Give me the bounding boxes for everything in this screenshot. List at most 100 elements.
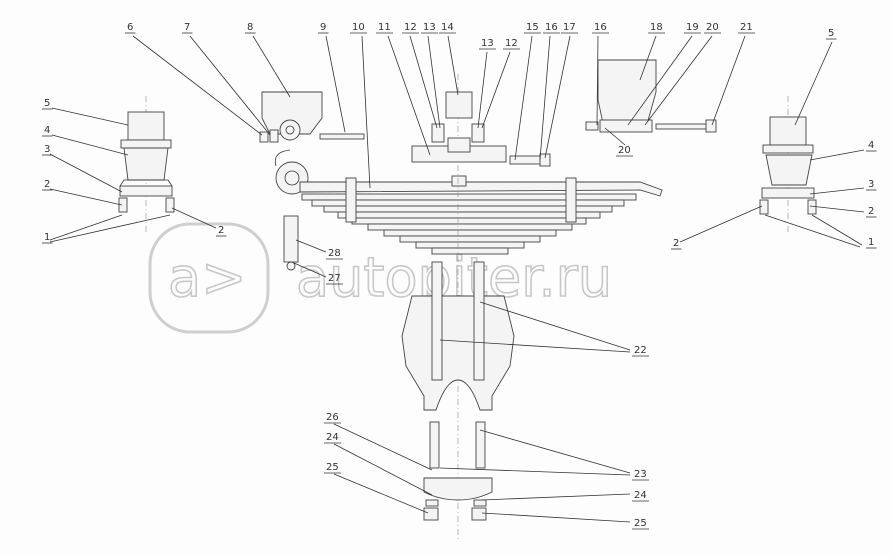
leader-line-c5b <box>794 41 833 126</box>
right-part-5 <box>769 116 807 146</box>
leader-line-c2c <box>809 205 865 213</box>
leader-line-c9 <box>325 35 346 133</box>
axle-bracket <box>401 261 515 411</box>
lower-clamp <box>423 421 493 521</box>
rear-hanger <box>585 59 717 133</box>
callout-label-c16b: 16 <box>594 22 607 33</box>
part-22-housing <box>401 295 515 411</box>
part-21-bolt <box>655 123 709 130</box>
part-21-head <box>705 119 717 133</box>
callout-label-c4a: 4 <box>44 125 50 136</box>
leader-line-c1b <box>811 214 863 246</box>
leader-line-c20b <box>604 127 626 146</box>
leader-line-c11 <box>387 35 431 156</box>
callout-label-c28: 28 <box>328 248 341 259</box>
right-part-4 <box>765 154 813 186</box>
callout-label-c11: 11 <box>378 22 391 33</box>
callout-label-c2d: 2 <box>673 238 679 249</box>
rebound-clip-right <box>565 177 577 223</box>
leader-line-c7 <box>189 35 271 136</box>
right-bracket-assembly <box>759 96 817 232</box>
leader-line-c12a <box>409 35 438 129</box>
part-7 <box>269 129 279 143</box>
right-plate <box>762 144 814 154</box>
left-part-3-top <box>119 179 173 187</box>
callout-label-c2a: 2 <box>44 179 50 190</box>
center-clamp <box>411 74 507 540</box>
callout-label-c1b: 1 <box>868 237 874 248</box>
leader-line-c1a2 <box>49 214 171 243</box>
spring-eye-wrap <box>274 149 291 167</box>
leader-line-c5a <box>51 107 129 126</box>
left-part-5 <box>127 111 165 141</box>
callout-label-c7: 7 <box>184 22 190 33</box>
leader-line-c16b <box>596 35 599 126</box>
callout-label-c20b: 20 <box>618 145 631 156</box>
leaf-9 <box>399 235 541 243</box>
right-part-3 <box>761 187 815 199</box>
leader-line-c16a <box>539 35 551 161</box>
leader-line-c23 <box>479 429 631 474</box>
callout-label-c1a: 1 <box>44 232 50 243</box>
part-23-right <box>475 421 486 469</box>
leader-line-c27 <box>293 262 327 278</box>
watermark-logo-frame <box>148 222 270 334</box>
leaf-6 <box>351 217 587 225</box>
leader-line-c2d <box>679 205 763 243</box>
callout-label-c21: 21 <box>740 22 753 33</box>
part-16-17 <box>539 153 551 167</box>
leader-line-c3a <box>49 153 123 193</box>
callout-label-c13b: 13 <box>481 38 494 49</box>
left-part-2a <box>118 197 128 213</box>
part-19-20 <box>599 119 653 133</box>
leader-line-c13a <box>427 35 441 129</box>
callout-label-c25b: 25 <box>634 518 647 529</box>
leader-line-c2a <box>49 188 123 206</box>
left-part-3 <box>119 185 173 197</box>
leaf-spring-pack <box>274 149 663 255</box>
rebound-clip-left <box>345 177 357 223</box>
leader-line-c18 <box>639 35 657 81</box>
watermark-logo-text: a> <box>168 246 246 309</box>
leader-line-c22b <box>439 339 631 353</box>
shackle <box>283 215 299 271</box>
callout-label-c3a: 3 <box>44 144 50 155</box>
hanger-eye-hole <box>285 125 295 135</box>
callout-label-c10: 10 <box>352 22 365 33</box>
leader-line-c6 <box>132 35 263 136</box>
callout-label-c24a: 24 <box>326 432 339 443</box>
part-28 <box>283 215 299 263</box>
leader-line-c22 <box>479 301 631 351</box>
leader-line-c3b <box>809 187 865 195</box>
leaf-5 <box>337 211 601 219</box>
callout-label-c25a: 25 <box>326 462 339 473</box>
leader-lines <box>49 35 865 523</box>
callout-label-c6: 6 <box>127 22 133 33</box>
leader-line-c4a <box>51 134 129 156</box>
left-bracket-assembly <box>118 96 175 232</box>
callout-label-c9: 9 <box>320 22 326 33</box>
clamp-boss <box>447 137 471 153</box>
leader-line-c25b <box>481 512 631 523</box>
part-24-left <box>425 499 439 507</box>
leader-line-c14 <box>447 35 459 96</box>
leader-line-c1a <box>49 214 123 241</box>
part-12-13-left <box>431 123 445 143</box>
u-bolt-left <box>431 261 443 381</box>
part-6 <box>259 131 269 143</box>
hanger-eye <box>279 119 301 141</box>
leader-line-c24a <box>333 443 433 496</box>
callout-label-c4b: 4 <box>868 140 874 151</box>
part-26 <box>423 477 493 501</box>
leader-line-c28 <box>295 239 327 253</box>
callout-label-c12b: 12 <box>505 38 518 49</box>
callout-label-c12a: 12 <box>404 22 417 33</box>
leader-line-c15 <box>514 35 533 161</box>
part-12-13-right <box>471 123 485 143</box>
leader-line-c13b <box>477 51 488 129</box>
part-24-right <box>473 499 487 507</box>
callout-label-c22: 22 <box>634 345 647 356</box>
